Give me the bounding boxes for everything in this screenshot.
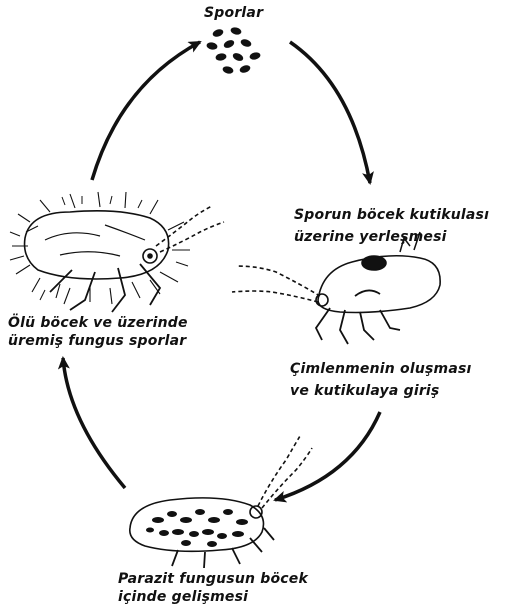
arrow-develop-to-dead (63, 358, 125, 488)
label-spores: Sporlar (204, 4, 263, 22)
label-germination: Çimlenmenin oluşması ve kutikulaya giriş (290, 360, 472, 400)
dead-insect-illustration (10, 192, 224, 312)
label-develop-line-1: Parazit fungusun böcek (118, 570, 308, 588)
insect-with-spore-illustration (232, 232, 440, 344)
label-germinate-line-1: Çimlenmenin oluşması (290, 360, 472, 378)
label-fungus-development: Parazit fungusun böcek içinde gelişmesi (118, 570, 308, 606)
infected-insect-illustration (130, 436, 312, 568)
label-attach-line-2: üzerine yerleşmesi (294, 228, 489, 246)
arrow-germinate-to-develop (275, 412, 380, 500)
label-develop-line-2: içinde gelişmesi (118, 588, 308, 606)
label-spores-line-1: Sporlar (204, 4, 263, 22)
label-attach-line-1: Sporun böcek kutikulası (294, 206, 489, 224)
label-germinate-line-2: ve kutikulaya giriş (290, 382, 472, 400)
label-dead-line-1: Ölü böcek ve üzerinde (8, 314, 188, 332)
label-dead-insect: Ölü böcek ve üzerinde üremiş fungus spor… (8, 314, 188, 350)
arrow-spores-to-attach (290, 42, 370, 183)
arrow-dead-to-spores (92, 42, 200, 180)
label-dead-line-2: üremiş fungus sporlar (8, 332, 188, 350)
label-spore-attachment: Sporun böcek kutikulası üzerine yerleşme… (294, 206, 489, 246)
spores-cluster (206, 26, 261, 75)
